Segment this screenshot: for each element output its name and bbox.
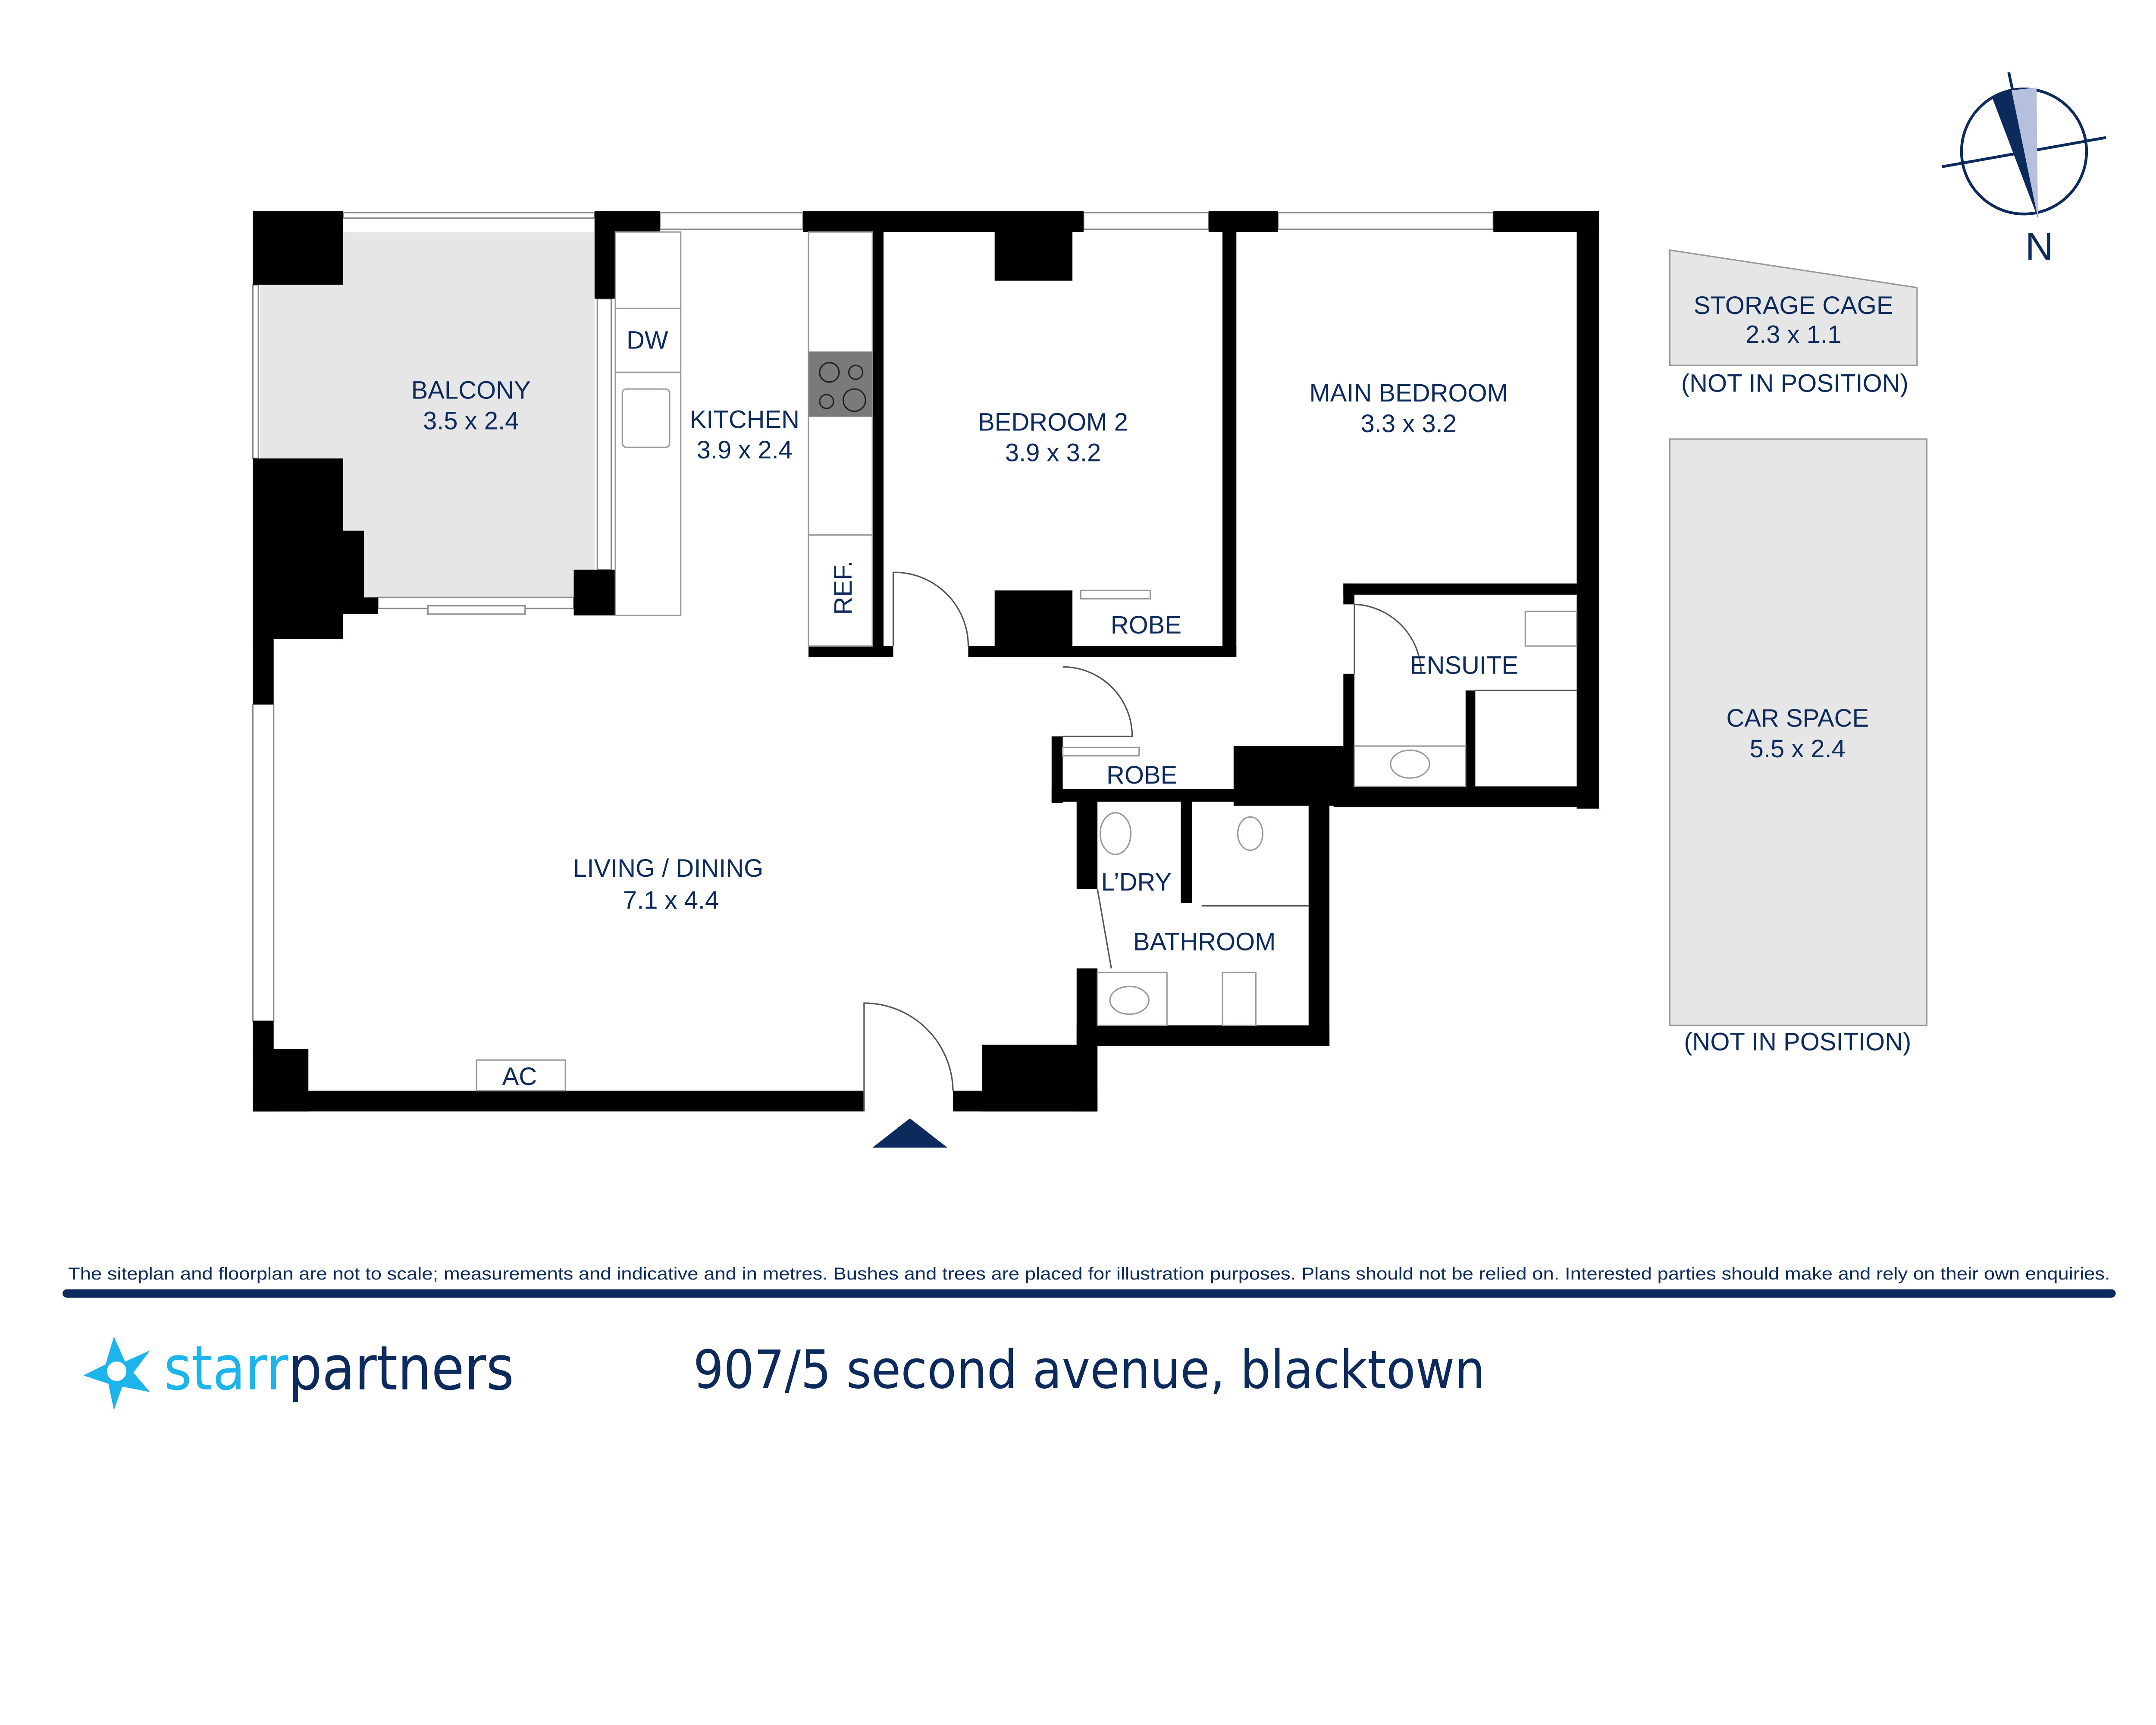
laundry-label: L’DRY [1101,869,1172,896]
property-address: 907/5 second avenue, blacktown [693,1339,1485,1400]
main-bedroom-label: MAIN BEDROOM [1309,380,1508,407]
living-dining-size: 7.1 x 4.4 [623,887,719,914]
svg-text:starrpartners: starrpartners [164,1333,514,1404]
car-space-label: CAR SPACE [1726,705,1869,732]
car-space-size: 5.5 x 2.4 [1750,735,1846,763]
disclaimer-text: The siteplan and floorplan are not to sc… [68,1264,2110,1283]
robe-label: ROBE [1111,612,1181,639]
fixtures [476,231,1578,1091]
logo-text-starr: starr [164,1333,288,1404]
walls [253,211,1599,1112]
car-space-area [1669,438,1928,1026]
starr-partners-logo: starrpartners [83,1333,514,1410]
ensuite-label: ENSUITE [1410,652,1518,679]
sink-icon [621,388,671,448]
floorplan-page: BALCONY 3.5 x 2.4 KITCHEN 3.9 x 2.4 DW R… [62,72,2116,1410]
logo-text-partners: partners [288,1333,514,1404]
north-label: N [2025,225,2053,268]
living-dining-label: LIVING / DINING [573,855,763,882]
fridge-label: REF. [830,561,857,615]
doors [863,571,1422,1112]
balcony-label: BALCONY [411,377,531,405]
bathroom-label: BATHROOM [1133,928,1276,956]
footer-divider [62,1289,2116,1298]
storage-cage-size: 2.3 x 1.1 [1745,321,1841,349]
dishwasher-label: DW [627,327,668,354]
storage-cage-note: (NOT IN POSITION) [1681,370,1908,398]
star-icon [83,1336,150,1410]
balcony-size: 3.5 x 2.4 [423,407,519,435]
north-compass-icon: N [1942,72,2106,268]
kitchen-size: 3.9 x 2.4 [697,436,793,464]
kitchen-label: KITCHEN [690,406,799,433]
bedroom2-size: 3.9 x 3.2 [1005,439,1101,467]
cooktop-icon [808,351,873,417]
storage-cage-area [1669,249,1918,366]
robe-label: ROBE [1106,762,1177,789]
storage-cage-label: STORAGE CAGE [1694,292,1893,320]
entry-arrow-icon [872,1118,948,1148]
floorplan-drawing: BALCONY 3.5 x 2.4 KITCHEN 3.9 x 2.4 DW R… [62,72,2116,1410]
bedroom2-label: BEDROOM 2 [978,409,1128,436]
ac-label: AC [502,1063,537,1091]
main-bedroom-size: 3.3 x 3.2 [1361,410,1457,438]
car-space-note: (NOT IN POSITION) [1684,1029,1911,1056]
